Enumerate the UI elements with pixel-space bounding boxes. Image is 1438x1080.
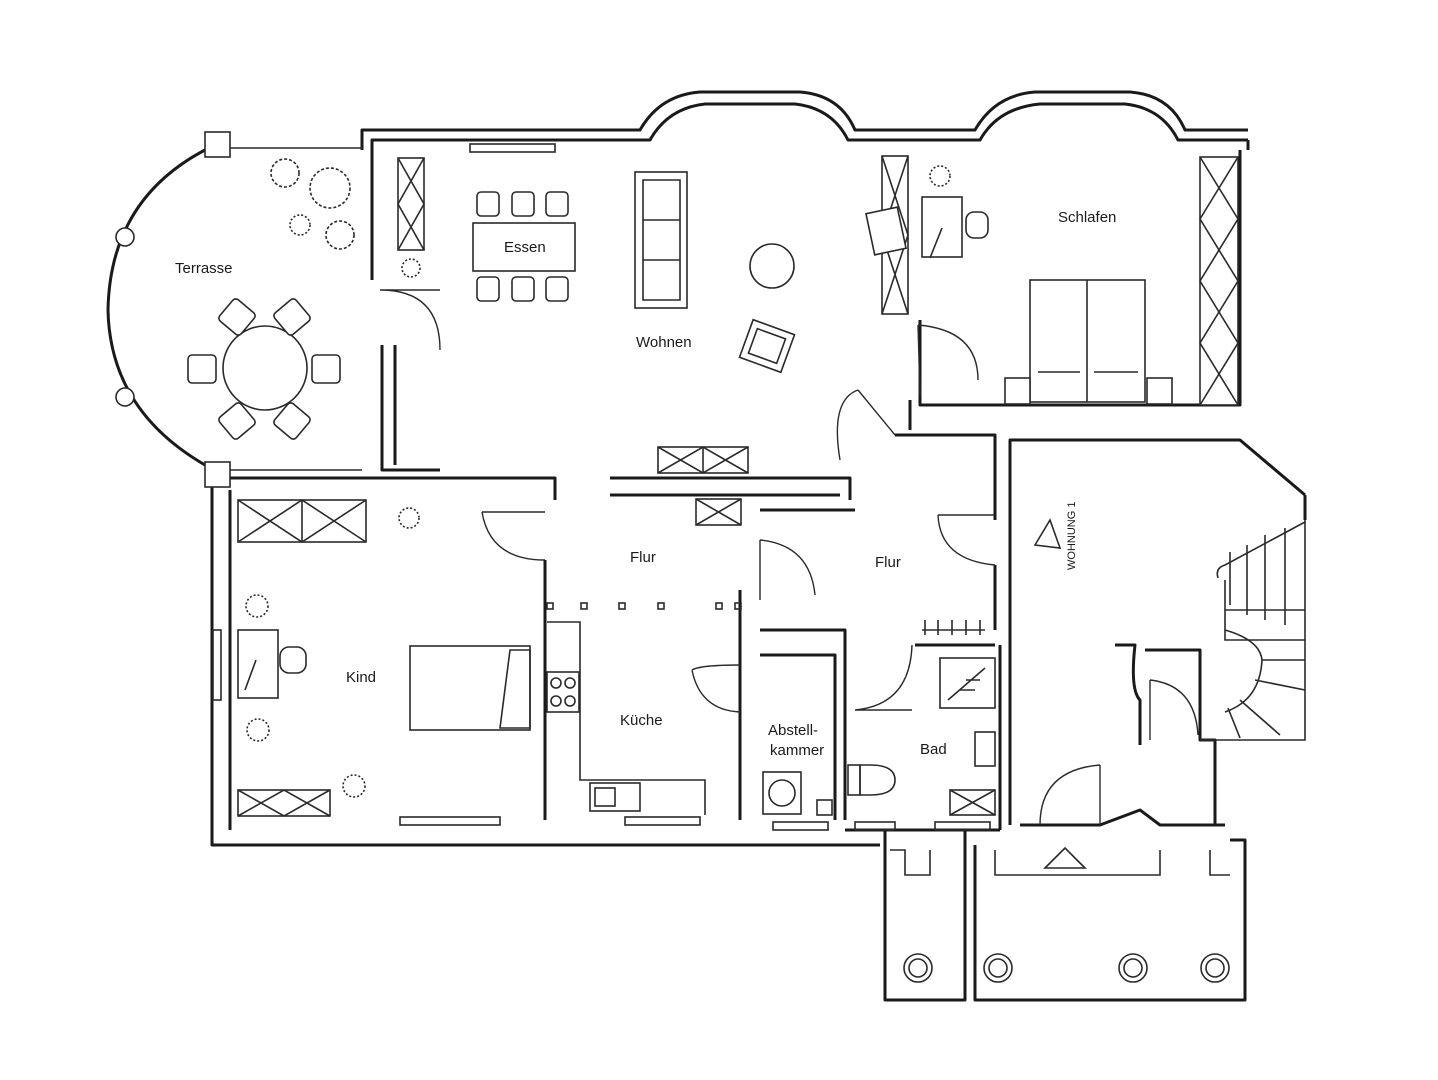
living-dining: Essen Wohnen [379, 143, 896, 474]
plant-icon [325, 220, 355, 250]
coffee-table [749, 243, 795, 289]
plant-icon [398, 507, 420, 529]
bed [409, 645, 531, 731]
pillar [983, 953, 1013, 983]
entrance-stairs: WOHNUNG 1 [903, 502, 1306, 983]
exterior-walls [210, 90, 1307, 1002]
plant-icon [309, 167, 351, 209]
room-label-flur-right: Flur [875, 554, 901, 571]
terrace: Terrasse [106, 131, 362, 488]
washbasin [974, 731, 996, 767]
room-label-wohnen: Wohnen [636, 334, 692, 351]
bathroom: Bad [847, 657, 996, 831]
room-label-schlafen: Schlafen [1058, 209, 1116, 226]
room-label-terrasse: Terrasse [175, 260, 233, 277]
room-label-bad: Bad [920, 741, 947, 758]
armchair [738, 318, 796, 374]
bedroom: Schlafen [865, 155, 1239, 406]
room-label-kind: Kind [346, 669, 376, 686]
hallway-right: Flur [854, 514, 996, 711]
storage-room: Abstell- kammer [762, 722, 833, 831]
pillar [903, 953, 933, 983]
entrance-step-arrow-icon [1043, 846, 1087, 869]
room-label-essen: Essen [504, 239, 546, 256]
room-label-kueche: Küche [620, 712, 663, 729]
plant-icon [342, 774, 366, 798]
plant-icon [246, 718, 270, 742]
plant-icon [401, 258, 421, 278]
room-label-abstell-2: kammer [770, 742, 824, 759]
dining-table [472, 222, 576, 272]
room-label-flur-left: Flur [630, 549, 656, 566]
hallway-left: Flur [546, 498, 816, 610]
plant-icon [929, 165, 951, 187]
pillar [1118, 953, 1148, 983]
entrance-arrow-icon [1033, 518, 1062, 549]
plant-icon [270, 158, 300, 188]
plant-icon [289, 214, 311, 236]
kitchen: Küche [546, 621, 741, 826]
entrance-label: WOHNUNG 1 [1066, 502, 1078, 570]
pillar [1200, 953, 1230, 983]
kids-room: Kind [212, 499, 546, 826]
plant-icon [245, 594, 269, 618]
terrace-table [222, 325, 308, 411]
toilet [859, 764, 896, 796]
room-label-abstell-1: Abstell- [768, 722, 818, 739]
stove [546, 671, 580, 713]
